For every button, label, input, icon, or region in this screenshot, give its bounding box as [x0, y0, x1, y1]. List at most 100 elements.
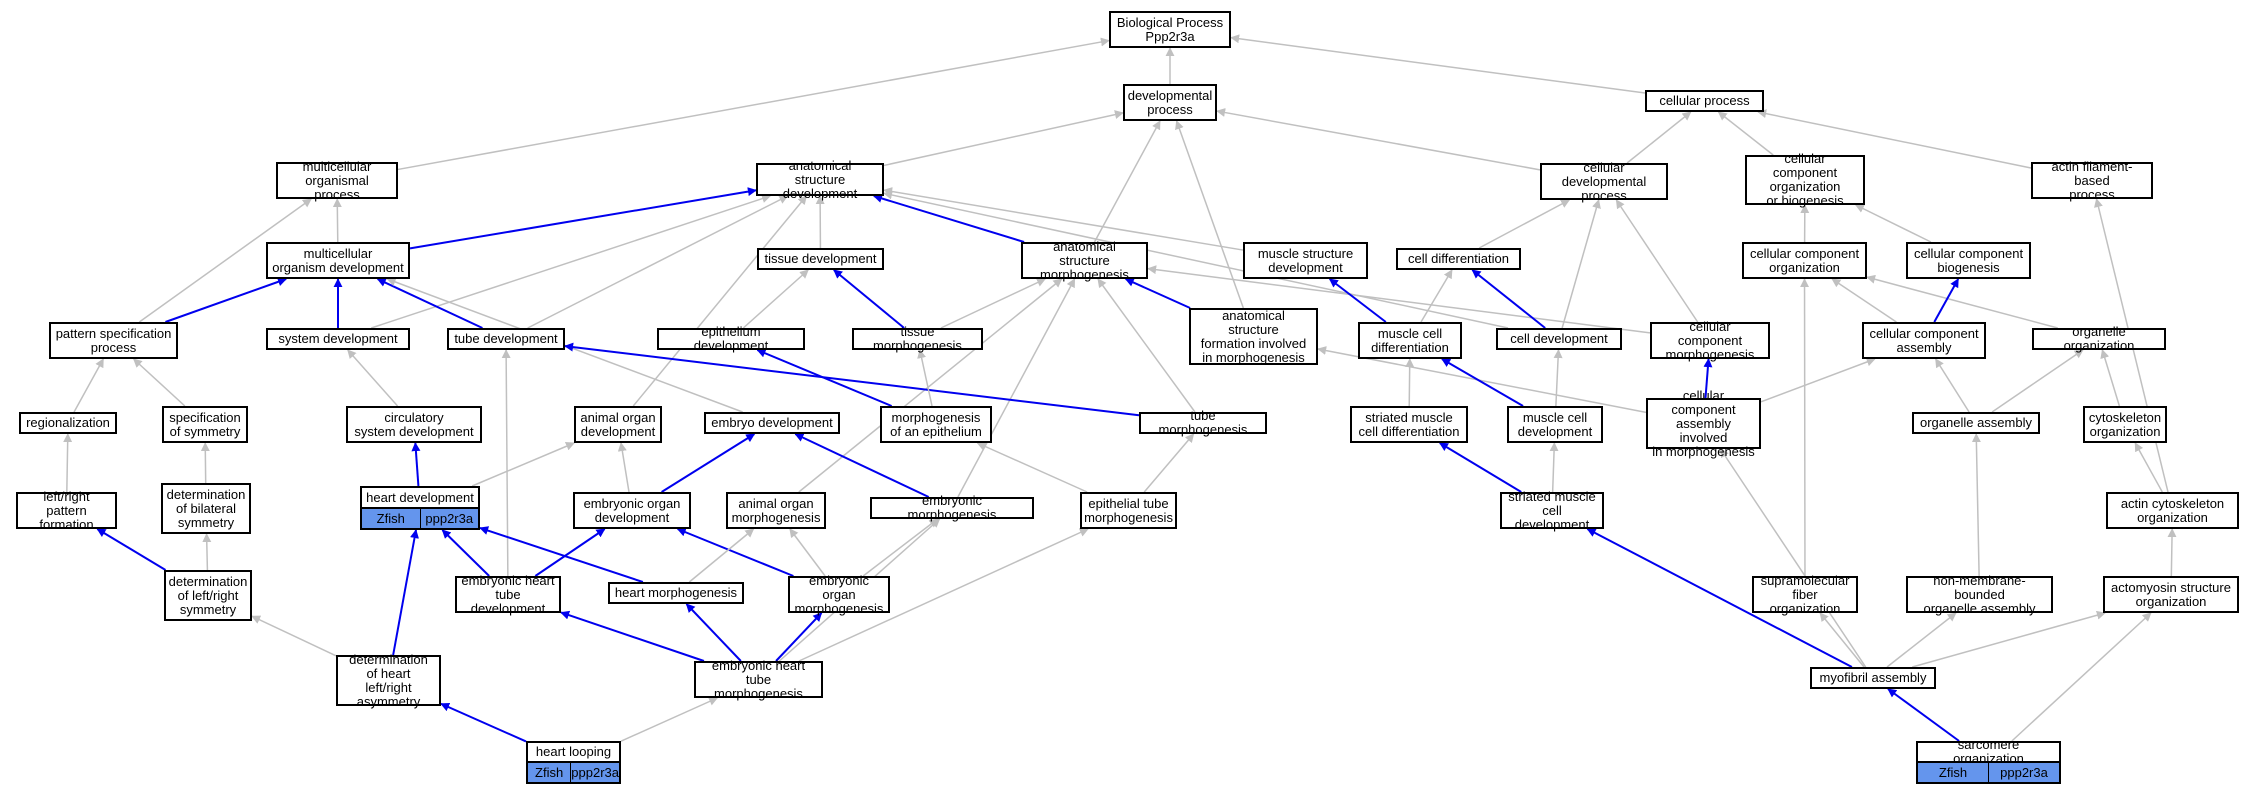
go-term-mop[interactable]: multicellular organismal process: [276, 159, 398, 201]
species-label[interactable]: Zfish: [376, 511, 405, 526]
go-term-asfm[interactable]: anatomical structure formation involved …: [1189, 308, 1318, 365]
go-term-msd[interactable]: muscle structure development: [1243, 242, 1368, 279]
edge-asm-to-dev: [1093, 120, 1161, 243]
edge-smcdiff-to-mcd: [1405, 358, 1415, 407]
go-term-eod[interactable]: embryonic organ development: [573, 492, 691, 529]
go-term-moe[interactable]: morphogenesis of an epithelium: [880, 406, 992, 443]
go-term-mcdev[interactable]: muscle cell development: [1507, 406, 1603, 443]
go-term-ehtd[interactable]: embryonic heart tube development: [455, 573, 561, 615]
edge-ccm-to-cdp: [1615, 199, 1699, 323]
species-label[interactable]: Zfish: [535, 765, 564, 780]
edge-epid-to-td: [742, 269, 809, 329]
edge-ccaim-to-asfm: [1317, 346, 1647, 414]
go-term-cso[interactable]: cytoskeleton organization: [2083, 406, 2167, 443]
go-term-embd[interactable]: embryo development: [704, 412, 840, 434]
edge-afbp-to-cp: [1757, 109, 2032, 169]
go-term-afbp[interactable]: actin filament-based process: [2031, 159, 2153, 201]
go-term-dbs[interactable]: determination of bilateral symmetry: [161, 483, 251, 534]
go-term-cp[interactable]: cellular process: [1645, 90, 1764, 112]
go-term-asd[interactable]: anatomical structure development: [756, 158, 884, 200]
go-term-sfo[interactable]: supramolecular fiber organization: [1752, 573, 1858, 615]
go-term-aco[interactable]: actin cytoskeleton organization: [2106, 492, 2239, 529]
go-term-lrpf[interactable]: left/right pattern formation: [16, 489, 117, 531]
edge-oa-to-oo: [1991, 349, 2084, 413]
edge-tubed-to-mod: [376, 278, 483, 329]
go-term-eom[interactable]: embryonic organ morphogenesis: [788, 573, 890, 615]
edge-reg-to-psp: [73, 358, 104, 413]
go-term-hl[interactable]: heart looping: [526, 741, 621, 763]
go-term-ma[interactable]: myofibril assembly: [1810, 667, 1936, 689]
go-term-dlrs[interactable]: determination of left/right symmetry: [164, 570, 252, 621]
go-term-tubem[interactable]: tube morphogenesis: [1139, 409, 1267, 437]
gene-label[interactable]: ppp2r3a: [1988, 763, 2059, 782]
go-term-em[interactable]: embryonic morphogenesis: [870, 494, 1034, 522]
go-term-psp[interactable]: pattern specification process: [49, 322, 178, 359]
go-term-cca[interactable]: cellular component assembly: [1862, 322, 1986, 359]
go-term-etm[interactable]: epithelial tube morphogenesis: [1080, 492, 1177, 529]
edge-celld-to-asd: [883, 190, 1509, 329]
edge-ccm-to-asm: [1147, 265, 1651, 334]
go-term-so[interactable]: sarcomere organization: [1916, 738, 2061, 766]
go-term-reg[interactable]: regionalization: [19, 412, 117, 434]
edge-em-to-embd: [794, 433, 930, 498]
edge-ma-to-ccaim: [1719, 448, 1867, 668]
species-label[interactable]: Zfish: [1938, 765, 1968, 780]
go-term-sos[interactable]: specification of symmetry: [162, 406, 248, 443]
go-term-epid[interactable]: epithelium development: [657, 325, 805, 353]
go-term-ccaim[interactable]: cellular component assembly involved in …: [1646, 388, 1761, 458]
go-term-asm[interactable]: anatomical structure morphogenesis: [1021, 239, 1148, 281]
go-term-aod[interactable]: animal organ development: [574, 406, 662, 443]
edge-eom-to-aom: [789, 528, 826, 577]
go-term-mod[interactable]: multicellular organism development: [266, 242, 410, 279]
go-term-dev[interactable]: developmental process: [1123, 84, 1217, 121]
edge-hd-to-aod: [471, 442, 575, 487]
edge-ehtm-to-ehtd: [560, 610, 705, 662]
edge-ma-to-nmboa: [1886, 612, 1957, 668]
go-term-tm[interactable]: tissue morphogenesis: [852, 325, 983, 353]
edge-smcd-to-smcdiff: [1438, 442, 1522, 493]
go-term-nmboa[interactable]: non-membrane-bounded organelle assembly: [1906, 573, 2053, 615]
go-term-oa[interactable]: organelle assembly: [1912, 412, 2040, 434]
go-term-ccb[interactable]: cellular component biogenesis: [1906, 242, 2031, 279]
edge-ma-to-smcd: [1586, 528, 1853, 668]
edge-celld-to-cdp: [1561, 199, 1601, 329]
edge-hl-to-dhlra: [440, 702, 527, 743]
edge-ma-to-aso: [1912, 610, 2106, 668]
go-term-ccob[interactable]: cellular component organization or bioge…: [1745, 152, 1865, 208]
go-term-celld[interactable]: cell development: [1496, 328, 1622, 350]
edge-dhlra-to-hd: [392, 529, 419, 656]
go-term-smcdiff[interactable]: striated muscle cell differentiation: [1350, 406, 1468, 443]
gene-label[interactable]: ppp2r3a: [570, 763, 619, 782]
go-term-dhlra[interactable]: determination of heart left/right asymme…: [336, 652, 441, 708]
go-term-cdp[interactable]: cellular developmental process: [1540, 160, 1668, 202]
go-term-mcd[interactable]: muscle cell differentiation: [1358, 322, 1462, 359]
edge-tubem-to-asm: [1097, 278, 1196, 413]
edge-aom-to-asm: [798, 278, 1063, 493]
edge-so-to-ma: [1887, 688, 1960, 742]
go-term-sd[interactable]: system development: [266, 328, 410, 350]
go-term-ccm[interactable]: cellular component morphogenesis: [1650, 319, 1770, 361]
go-term-cdiff[interactable]: cell differentiation: [1396, 248, 1521, 270]
edge-cso-to-oo: [2100, 349, 2121, 407]
go-term-ehtm[interactable]: embryonic heart tube morphogenesis: [694, 658, 823, 700]
go-term-cco[interactable]: cellular component organization: [1742, 242, 1867, 279]
go-term-aom[interactable]: animal organ morphogenesis: [726, 492, 826, 529]
go-term-aso[interactable]: actomyosin structure organization: [2103, 576, 2239, 613]
edge-celld-to-cdiff: [1471, 269, 1546, 329]
edge-aod-to-asd: [632, 195, 807, 407]
edge-ehtd-to-tubed: [501, 349, 511, 577]
go-term-oo[interactable]: organelle organization: [2032, 325, 2166, 353]
edge-psp-to-mod: [165, 277, 287, 323]
edge-mop-to-bp: [397, 37, 1110, 171]
edge-lrpf-to-reg: [63, 433, 73, 493]
go-term-smcd[interactable]: striated muscle cell development: [1500, 489, 1604, 531]
gene-label[interactable]: ppp2r3a: [419, 509, 479, 528]
go-term-tubed[interactable]: tube development: [447, 328, 565, 350]
go-term-td[interactable]: tissue development: [757, 248, 884, 270]
go-term-bp[interactable]: Biological Process Ppp2r3a: [1109, 11, 1231, 48]
edge-mcd-to-msd: [1328, 278, 1387, 323]
go-term-hm[interactable]: heart morphogenesis: [608, 582, 744, 604]
go-term-csd[interactable]: circulatory system development: [346, 406, 482, 443]
edge-oa-to-cca: [1935, 358, 1970, 413]
go-term-hd[interactable]: heart development: [360, 486, 480, 509]
